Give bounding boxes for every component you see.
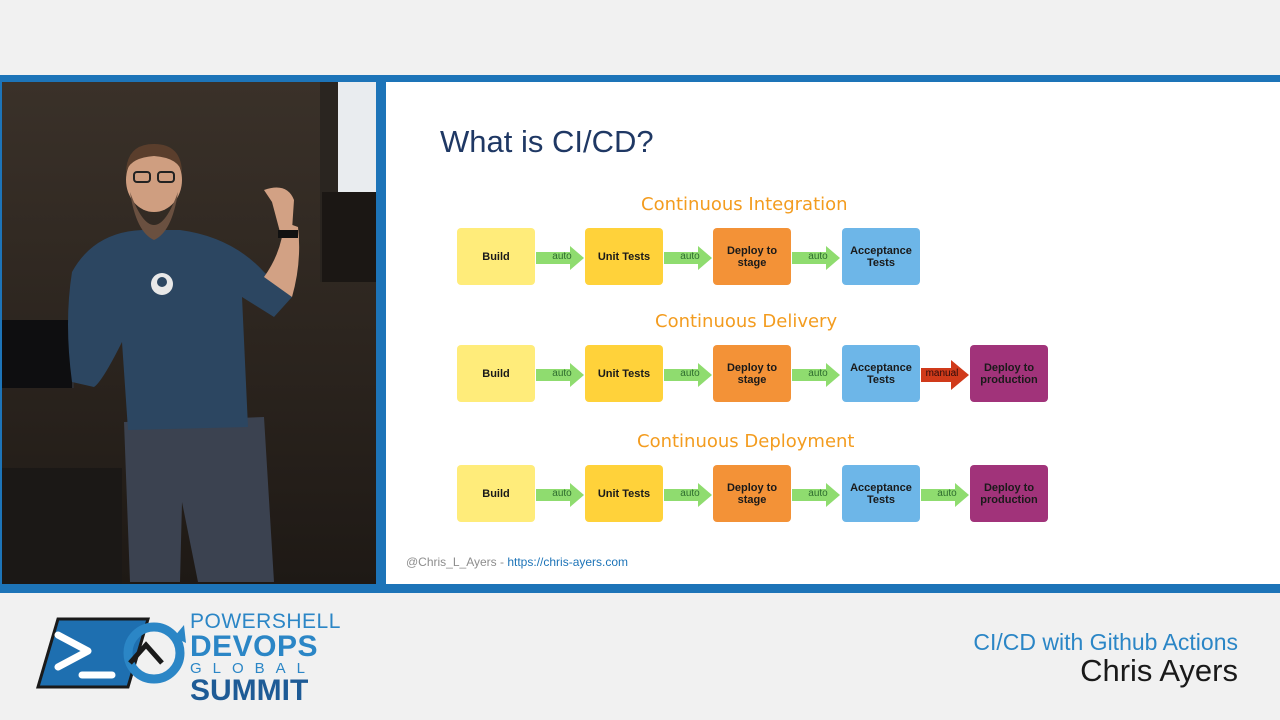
section-label-delivery: Continuous Delivery bbox=[655, 311, 838, 332]
stage-deploy-stage: Deploy to stage bbox=[713, 465, 791, 522]
arrow-auto: auto bbox=[792, 483, 840, 507]
stage-deploy-production: Deploy to production bbox=[970, 345, 1048, 402]
arrow-auto: auto bbox=[792, 246, 840, 270]
brand-wordmark: POWERSHELL DEVOPS GLOBAL SUMMIT bbox=[190, 611, 341, 706]
brand-line-global: GLOBAL bbox=[190, 660, 317, 677]
speaker-video bbox=[2, 82, 376, 584]
laptop bbox=[2, 320, 74, 388]
section-label-deployment: Continuous Deployment bbox=[637, 431, 855, 452]
powershell-devops-logo-icon bbox=[36, 617, 186, 689]
stage-acceptance-tests: Acceptance Tests bbox=[842, 465, 920, 522]
slide-footer: @Chris_L_Ayers - https://chris-ayers.com bbox=[406, 555, 628, 569]
arrow-auto: auto bbox=[536, 246, 584, 270]
talk-title: CI/CD with Github Actions bbox=[973, 629, 1238, 655]
brand-line-powershell: POWERSHELL bbox=[190, 610, 341, 633]
arrow-auto: auto bbox=[536, 363, 584, 387]
stage-build: Build bbox=[457, 228, 535, 285]
footer-link[interactable]: https://chris-ayers.com bbox=[507, 555, 629, 569]
stage-deploy-stage: Deploy to stage bbox=[713, 228, 791, 285]
arrow-manual: manual bbox=[921, 360, 969, 390]
arrow-auto: auto bbox=[792, 363, 840, 387]
podium bbox=[2, 468, 122, 584]
slide-title: What is CI/CD? bbox=[440, 124, 654, 159]
stage-acceptance-tests: Acceptance Tests bbox=[842, 228, 920, 285]
arrow-auto: auto bbox=[664, 363, 712, 387]
projector-screen-edge bbox=[338, 82, 376, 192]
stage-unit-tests: Unit Tests bbox=[585, 228, 663, 285]
stage-deploy-production: Deploy to production bbox=[970, 465, 1048, 522]
stage-unit-tests: Unit Tests bbox=[585, 345, 663, 402]
speaker-name: Chris Ayers bbox=[1080, 653, 1238, 688]
lower-third: POWERSHELL DEVOPS GLOBAL SUMMIT CI/CD wi… bbox=[0, 593, 1280, 720]
stage-build: Build bbox=[457, 345, 535, 402]
speaker-figure bbox=[68, 144, 300, 582]
footer-handle: @Chris_L_Ayers bbox=[406, 555, 497, 569]
arrow-auto: auto bbox=[664, 246, 712, 270]
arrow-auto: auto bbox=[921, 483, 969, 507]
brand-line-devops: DEVOPS bbox=[190, 630, 319, 663]
stage-build: Build bbox=[457, 465, 535, 522]
arrow-auto: auto bbox=[536, 483, 584, 507]
footer-separator: - bbox=[496, 555, 508, 569]
stage-deploy-stage: Deploy to stage bbox=[713, 345, 791, 402]
stage-acceptance-tests: Acceptance Tests bbox=[842, 345, 920, 402]
arrow-auto: auto bbox=[664, 483, 712, 507]
wall-shadow bbox=[322, 192, 376, 282]
section-label-ci: Continuous Integration bbox=[641, 194, 848, 215]
slide: What is CI/CD? Continuous Integration Bu… bbox=[386, 82, 1280, 584]
brand-line-summit: SUMMIT bbox=[190, 674, 309, 707]
stage-unit-tests: Unit Tests bbox=[585, 465, 663, 522]
top-margin bbox=[0, 0, 1280, 75]
